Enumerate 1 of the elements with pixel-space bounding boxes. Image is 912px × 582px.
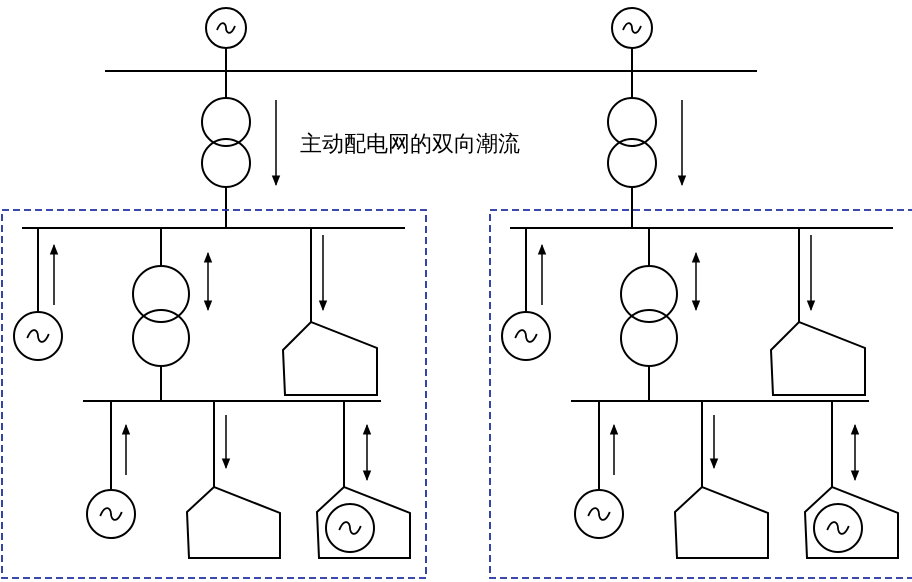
diagram-title: 主动配电网的双向潮流 — [300, 131, 520, 159]
